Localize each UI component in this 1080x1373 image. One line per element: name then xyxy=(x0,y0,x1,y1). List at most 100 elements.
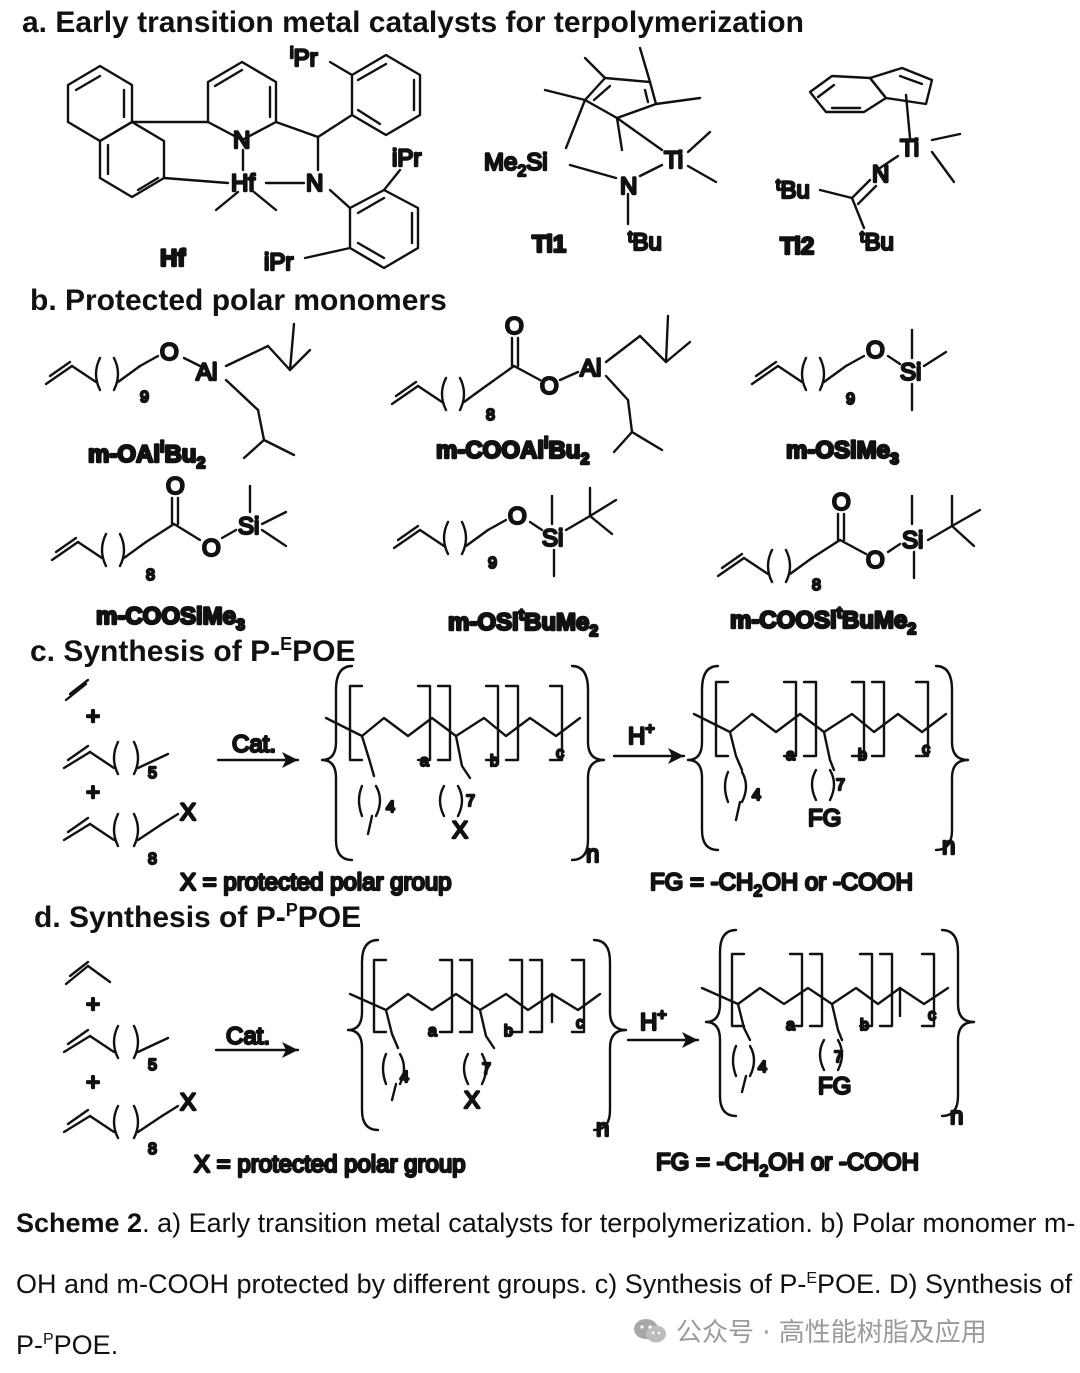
monomer-coosime3-o1-label: O xyxy=(166,473,185,500)
d-plus-2: + xyxy=(86,1069,100,1096)
caption-text-3: POE. xyxy=(53,1330,119,1360)
c-p2-n-label: n xyxy=(942,833,955,860)
hf-ipr-right-label: iPr xyxy=(392,145,421,172)
hf-catalyst-structure xyxy=(66,53,422,270)
monomer-coosi-tbume2-o2-label: O xyxy=(866,547,885,574)
monomer-osi-tbume2-si-label: Si xyxy=(542,525,563,552)
ti1-si-label: Me2Si xyxy=(484,149,548,180)
d-fg-note: FG = -CH2OH or -COOH xyxy=(656,1149,919,1180)
ti1-tbu-label: tBu xyxy=(628,229,662,256)
monomer-cooal-prefix: m-COOAl xyxy=(436,437,544,464)
ti1-name-label: Ti1 xyxy=(532,231,566,258)
c-fg-note-prefix: FG = -CH xyxy=(650,869,753,896)
monomer-osi-tbume2-name: m-OSitBuMe2 xyxy=(448,607,598,640)
ti1-n-label: N xyxy=(620,173,637,200)
ti2-catalyst-structure xyxy=(808,66,962,230)
d-p2-side-n: 7 xyxy=(834,1049,843,1066)
d-product-protected-polymer xyxy=(346,938,628,1132)
monomer-cooal-structure xyxy=(390,314,692,454)
monomer-coosime3-n: 8 xyxy=(146,567,155,584)
c-p2-side-n: 7 xyxy=(836,777,845,794)
monomer-coosi-tbume2-name: m-COOSitBuMe2 xyxy=(730,605,916,638)
watermark: 公众号 · 高性能树脂及应用 xyxy=(632,1312,987,1349)
ti1-catalyst-structure xyxy=(543,46,718,226)
d-p2-fg-label: FG xyxy=(818,1073,851,1100)
monomer-cooal-n: 8 xyxy=(486,407,495,424)
d-p2-hexyl-n: 4 xyxy=(758,1059,767,1076)
hf-metal-label: Hf xyxy=(231,170,255,197)
watermark-text: 公众号 · 高性能树脂及应用 xyxy=(676,1318,987,1348)
header-d-sup: P xyxy=(285,900,298,920)
ti1-ti-label: Ti xyxy=(664,147,683,174)
monomer-osi-tbume2-mid: BuMe xyxy=(524,609,589,636)
caption-sup-2: P xyxy=(43,1331,54,1348)
caption-text-2: POE. D) Synthesis of P- xyxy=(16,1269,1073,1360)
monomer-cooal-o1-label: O xyxy=(505,313,524,340)
hf-n2-label: N xyxy=(306,170,323,197)
d-acid-sup: + xyxy=(657,1007,666,1024)
monomer-osime3-structure xyxy=(750,328,948,412)
caption-text-1: . a) Early transition metal catalysts fo… xyxy=(16,1208,1076,1299)
c-p1-hexyl-n: 4 xyxy=(386,799,395,816)
monomer-oal-prefix: m-OAl xyxy=(88,441,160,468)
monomer-oal-o-label: O xyxy=(160,339,179,366)
ti2-tbu2-sup: t xyxy=(860,229,865,246)
monomer-osime3-prefix: m-OSiMe xyxy=(786,437,890,464)
c-plus-2: + xyxy=(86,779,100,806)
monomer-coosi-tbume2-si-label: Si xyxy=(902,527,923,554)
c-p2-fg-label: FG xyxy=(808,805,841,832)
d-p2-sub-c: c xyxy=(928,1007,936,1024)
hf-n1-label: N xyxy=(233,127,250,154)
d-polar-n: 8 xyxy=(148,1141,157,1158)
header-c-prefix: c. Synthesis of P- xyxy=(30,635,281,668)
d-cat-label: Cat. xyxy=(226,1023,270,1050)
monomer-cooal-o2-label: O xyxy=(540,373,559,400)
monomer-cooal-sup: i xyxy=(544,435,548,452)
monomer-osime3-o-label: O xyxy=(866,337,885,364)
monomer-osi-tbume2-sub: 2 xyxy=(589,623,598,640)
header-a: a. Early transition metal catalysts for … xyxy=(22,6,804,39)
c-p2-sub-a: a xyxy=(786,747,795,764)
monomer-osime3-n: 9 xyxy=(846,391,855,408)
monomer-coosi-tbume2-prefix: m-COOSi xyxy=(730,607,837,634)
header-d: d. Synthesis of P-PPOE xyxy=(34,900,361,935)
c-p2-sub-c: c xyxy=(922,741,930,758)
monomer-coosi-tbume2-sub: 2 xyxy=(907,621,916,638)
d-p1-side-n: 7 xyxy=(482,1061,491,1078)
caption-sup-1: E xyxy=(806,1270,818,1287)
wechat-icon xyxy=(634,1318,666,1342)
c-x-note: X = protected polar group xyxy=(180,869,452,896)
monomer-coosi-tbume2-structure xyxy=(716,494,982,584)
d-p2-n-label: n xyxy=(950,1103,963,1130)
ti1-tbu-text: Bu xyxy=(632,229,661,256)
monomer-cooal-name: m-COOAliBu2 xyxy=(436,435,589,468)
ti2-name-label: Ti2 xyxy=(780,233,814,260)
monomer-osi-tbume2-n: 9 xyxy=(488,555,497,572)
monomer-oal-sup: i xyxy=(160,439,164,456)
c-p1-x-label: X xyxy=(452,817,468,844)
c-cat-label: Cat. xyxy=(232,731,276,758)
ti2-ti-label: Ti xyxy=(900,135,919,162)
monomer-oal-n: 9 xyxy=(140,389,149,406)
d-acid-arrow xyxy=(626,1032,700,1048)
monomer-oal-al-label: Al xyxy=(196,359,217,386)
d-p1-hexyl-n: 4 xyxy=(400,1069,409,1086)
c-acid-arrow xyxy=(612,748,686,764)
c-octene-n: 5 xyxy=(148,765,157,782)
c-fg-note-suffix: OH or -COOH xyxy=(762,869,913,896)
c-p1-n-label: n xyxy=(586,841,599,868)
d-p1-n-label: n xyxy=(596,1115,609,1142)
monomer-cooal-sub: 2 xyxy=(580,451,589,468)
d-p1-x-label: X xyxy=(464,1087,480,1114)
ti2-tbu1-label: tBu xyxy=(776,177,810,204)
section-c-reactants xyxy=(62,678,300,848)
header-c: c. Synthesis of P-EPOE xyxy=(30,634,355,669)
monomer-coosime3-sub: 3 xyxy=(236,617,245,634)
ti2-tbu1-text: Bu xyxy=(780,177,809,204)
d-p1-sub-c: c xyxy=(576,1015,584,1032)
d-p1-sub-b: b xyxy=(504,1023,513,1040)
c-product-protected-polymer xyxy=(320,664,606,862)
c-fg-note-sub: 2 xyxy=(753,883,762,900)
c-plus-1: + xyxy=(86,703,100,730)
ti2-n-label: N xyxy=(872,161,889,188)
